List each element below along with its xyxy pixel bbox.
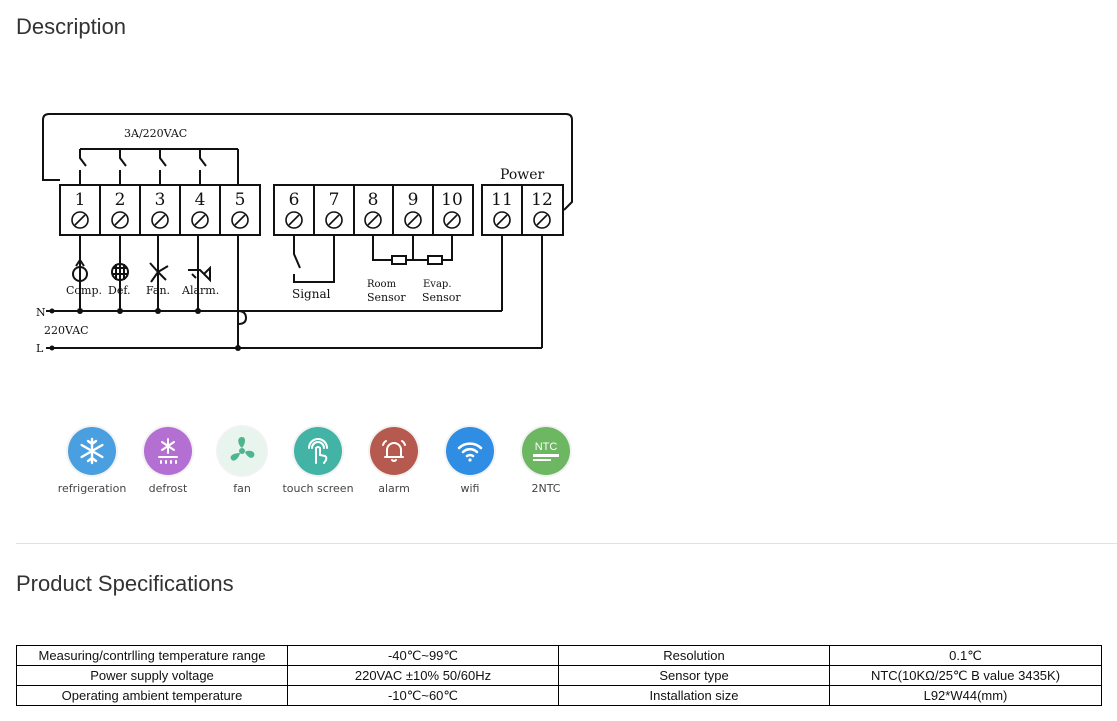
table-row: Measuring/contrlling temperature range -… (16, 645, 1102, 666)
evap-sensor-label-2: Sensor (422, 291, 461, 304)
spec-label: Sensor type (558, 665, 830, 686)
feature-label: touch screen (282, 482, 354, 495)
spec-label: Measuring/contrlling temperature range (16, 645, 288, 666)
terminal-number: 12 (531, 190, 553, 210)
feature-label: wifi (460, 482, 480, 495)
feature-label: defrost (148, 482, 188, 495)
load-def-label: Def. (108, 284, 131, 297)
terminal-number: 10 (441, 190, 463, 210)
power-label: Power (500, 167, 545, 183)
spec-value: -10℃~60℃ (287, 685, 559, 706)
terminal-number: 9 (408, 190, 419, 210)
terminal-number: 7 (329, 190, 340, 210)
spec-label: Operating ambient temperature (16, 685, 288, 706)
feature-wifi: wifi (430, 415, 510, 495)
spec-value: L92*W44(mm) (829, 685, 1102, 706)
rating-label: 3A/220VAC (124, 127, 187, 140)
description-title: Description (16, 14, 127, 39)
specifications-table: Measuring/contrlling temperature range -… (16, 645, 1102, 706)
terminal-number: 4 (195, 190, 206, 210)
feature-2ntc: NTC 2NTC (506, 415, 586, 495)
supply-n-label: N (36, 306, 46, 319)
supply-voltage-label: 220VAC (44, 324, 89, 337)
bell-icon (382, 440, 406, 462)
spec-value: 0.1℃ (829, 645, 1102, 666)
load-fan-label: Fan. (146, 284, 170, 297)
feature-refrigeration: refrigeration (52, 415, 132, 495)
terminal-number: 6 (289, 190, 300, 210)
wiring-diagram: 3A/220VAC Power Comp. Def. Fan. Alarm. S… (36, 113, 573, 355)
room-sensor-label-1: Room (367, 279, 397, 290)
signal-label: Signal (292, 287, 331, 301)
wifi-icon (457, 442, 483, 462)
evap-sensor-label-1: Evap. (423, 279, 452, 290)
fan-icon (230, 437, 255, 461)
touch-icon (308, 438, 328, 464)
feature-label: 2NTC (531, 482, 561, 495)
room-sensor-label-2: Sensor (367, 291, 406, 304)
load-comp-label: Comp. (66, 284, 102, 297)
svg-text:NTC: NTC (535, 441, 558, 453)
section-divider (16, 543, 1117, 544)
terminal-number: 1 (75, 190, 86, 210)
table-row: Operating ambient temperature -10℃~60℃ I… (16, 685, 1102, 706)
spec-value: 220VAC ±10% 50/60Hz (287, 665, 559, 686)
feature-label: alarm (378, 482, 410, 495)
spec-label: Power supply voltage (16, 665, 288, 686)
feature-fan: fan (202, 415, 282, 495)
table-row: Power supply voltage 220VAC ±10% 50/60Hz… (16, 665, 1102, 686)
spec-value: -40℃~99℃ (287, 645, 559, 666)
terminal-number: 2 (115, 190, 126, 210)
spec-label: Resolution (558, 645, 830, 666)
ntc-icon: NTC (533, 441, 559, 461)
feature-defrost: defrost (128, 415, 208, 495)
feature-label: refrigeration (57, 482, 127, 495)
spec-label: Installation size (558, 685, 830, 706)
load-alarm-label: Alarm. (181, 284, 219, 297)
terminal-number: 11 (491, 190, 513, 210)
supply-l-label: L (36, 342, 44, 355)
defrost-icon (158, 438, 178, 464)
feature-alarm: alarm (354, 415, 434, 495)
terminal-number: 3 (155, 190, 166, 210)
product-specifications-title: Product Specifications (16, 571, 234, 596)
feature-label: fan (233, 482, 251, 495)
terminal-number: 8 (368, 190, 379, 210)
spec-value: NTC(10KΩ/25℃ B value 3435K) (829, 665, 1102, 686)
feature-touch-screen: touch screen (278, 415, 358, 495)
terminal-number: 5 (235, 190, 246, 210)
feature-icons-row: refrigeration defrost fan (16, 415, 596, 525)
snowflake-icon (80, 437, 104, 465)
